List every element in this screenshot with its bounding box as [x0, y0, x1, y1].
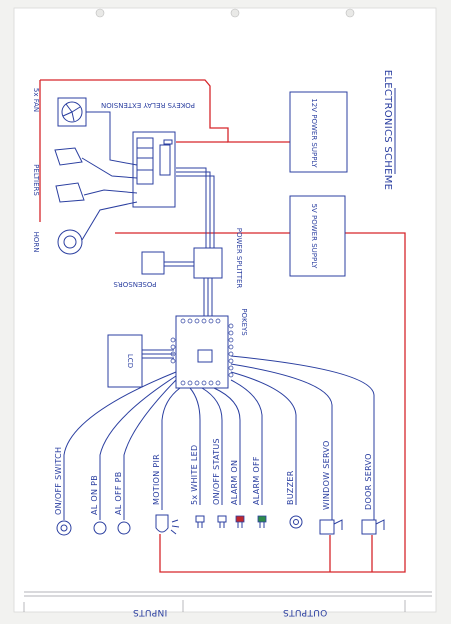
footer-inputs-label: INPUTS	[133, 607, 167, 617]
power-splitter-label: POWER SPLITTER	[235, 228, 243, 289]
on-off-switch-icon	[56, 520, 72, 536]
output-label-door-servo: DOOR SERVO	[364, 453, 373, 510]
output-label-alarm-on: ALARM ON	[230, 460, 239, 505]
input-label-motion-pir: MOTION PIR	[152, 454, 161, 505]
paper-page	[13, 7, 437, 613]
white-led-icon	[195, 515, 205, 528]
psu-5v-label: 5V POWER SUPPLY	[310, 204, 318, 270]
relay-extension-board	[132, 131, 176, 208]
peltiers-label: PELTIERS	[32, 164, 40, 196]
lcd-label: LCD	[126, 354, 134, 368]
alarm-on-led-icon	[235, 515, 245, 528]
posensors-label: POSENSORS	[113, 280, 157, 288]
input-label-al-on-pb: AL ON PB	[90, 475, 99, 515]
pokeys-label: POKEYS	[240, 308, 248, 336]
output-label-white-led: 5x WHITE LED	[190, 445, 199, 505]
door-servo-icon	[361, 519, 385, 535]
relay-load-wires	[81, 111, 138, 241]
lcd-wires	[142, 349, 174, 359]
status-led-icon	[217, 515, 227, 528]
posensors-box	[141, 251, 165, 275]
input-label-on-off-switch: ON/OFF SWITCH	[54, 447, 63, 515]
al-on-pb-icon	[93, 521, 107, 535]
power-wiring	[39, 79, 406, 573]
scheme-title: ELECTRONICS SCHEME	[382, 70, 393, 191]
peltier-icon	[54, 147, 85, 203]
fan-label: 5x FAN	[32, 88, 40, 112]
psu-12v	[289, 91, 348, 173]
input-label-al-off-pb: AL OFF PB	[114, 471, 123, 515]
horn-label: HORN	[32, 232, 40, 253]
output-label-alarm-off: ALARM OFF	[252, 456, 261, 505]
page-rules	[23, 591, 432, 612]
al-off-pb-icon	[117, 521, 131, 535]
psu-5v	[289, 195, 346, 277]
data-bus	[164, 167, 215, 316]
lcd-display	[107, 334, 143, 388]
output-label-on-off-status: ON/OFF STATUS	[212, 438, 221, 505]
window-servo-icon	[319, 519, 343, 535]
footer-outputs-label: OUTPUTS	[283, 607, 328, 617]
output-label-window-servo: WINDOW SERVO	[322, 440, 331, 510]
io-wires	[63, 355, 375, 520]
output-label-buzzer: BUZZER	[286, 470, 295, 505]
buzzer-icon	[289, 515, 303, 529]
horn-icon	[57, 229, 83, 255]
alarm-off-led-icon	[257, 515, 267, 528]
binder-holes	[95, 8, 355, 18]
motion-pir-icon	[155, 514, 180, 535]
relay-extension-label: POKEYS RELAY EXTENSION	[101, 101, 195, 109]
psu-12v-label: 12V POWER SUPPLY	[310, 98, 318, 168]
